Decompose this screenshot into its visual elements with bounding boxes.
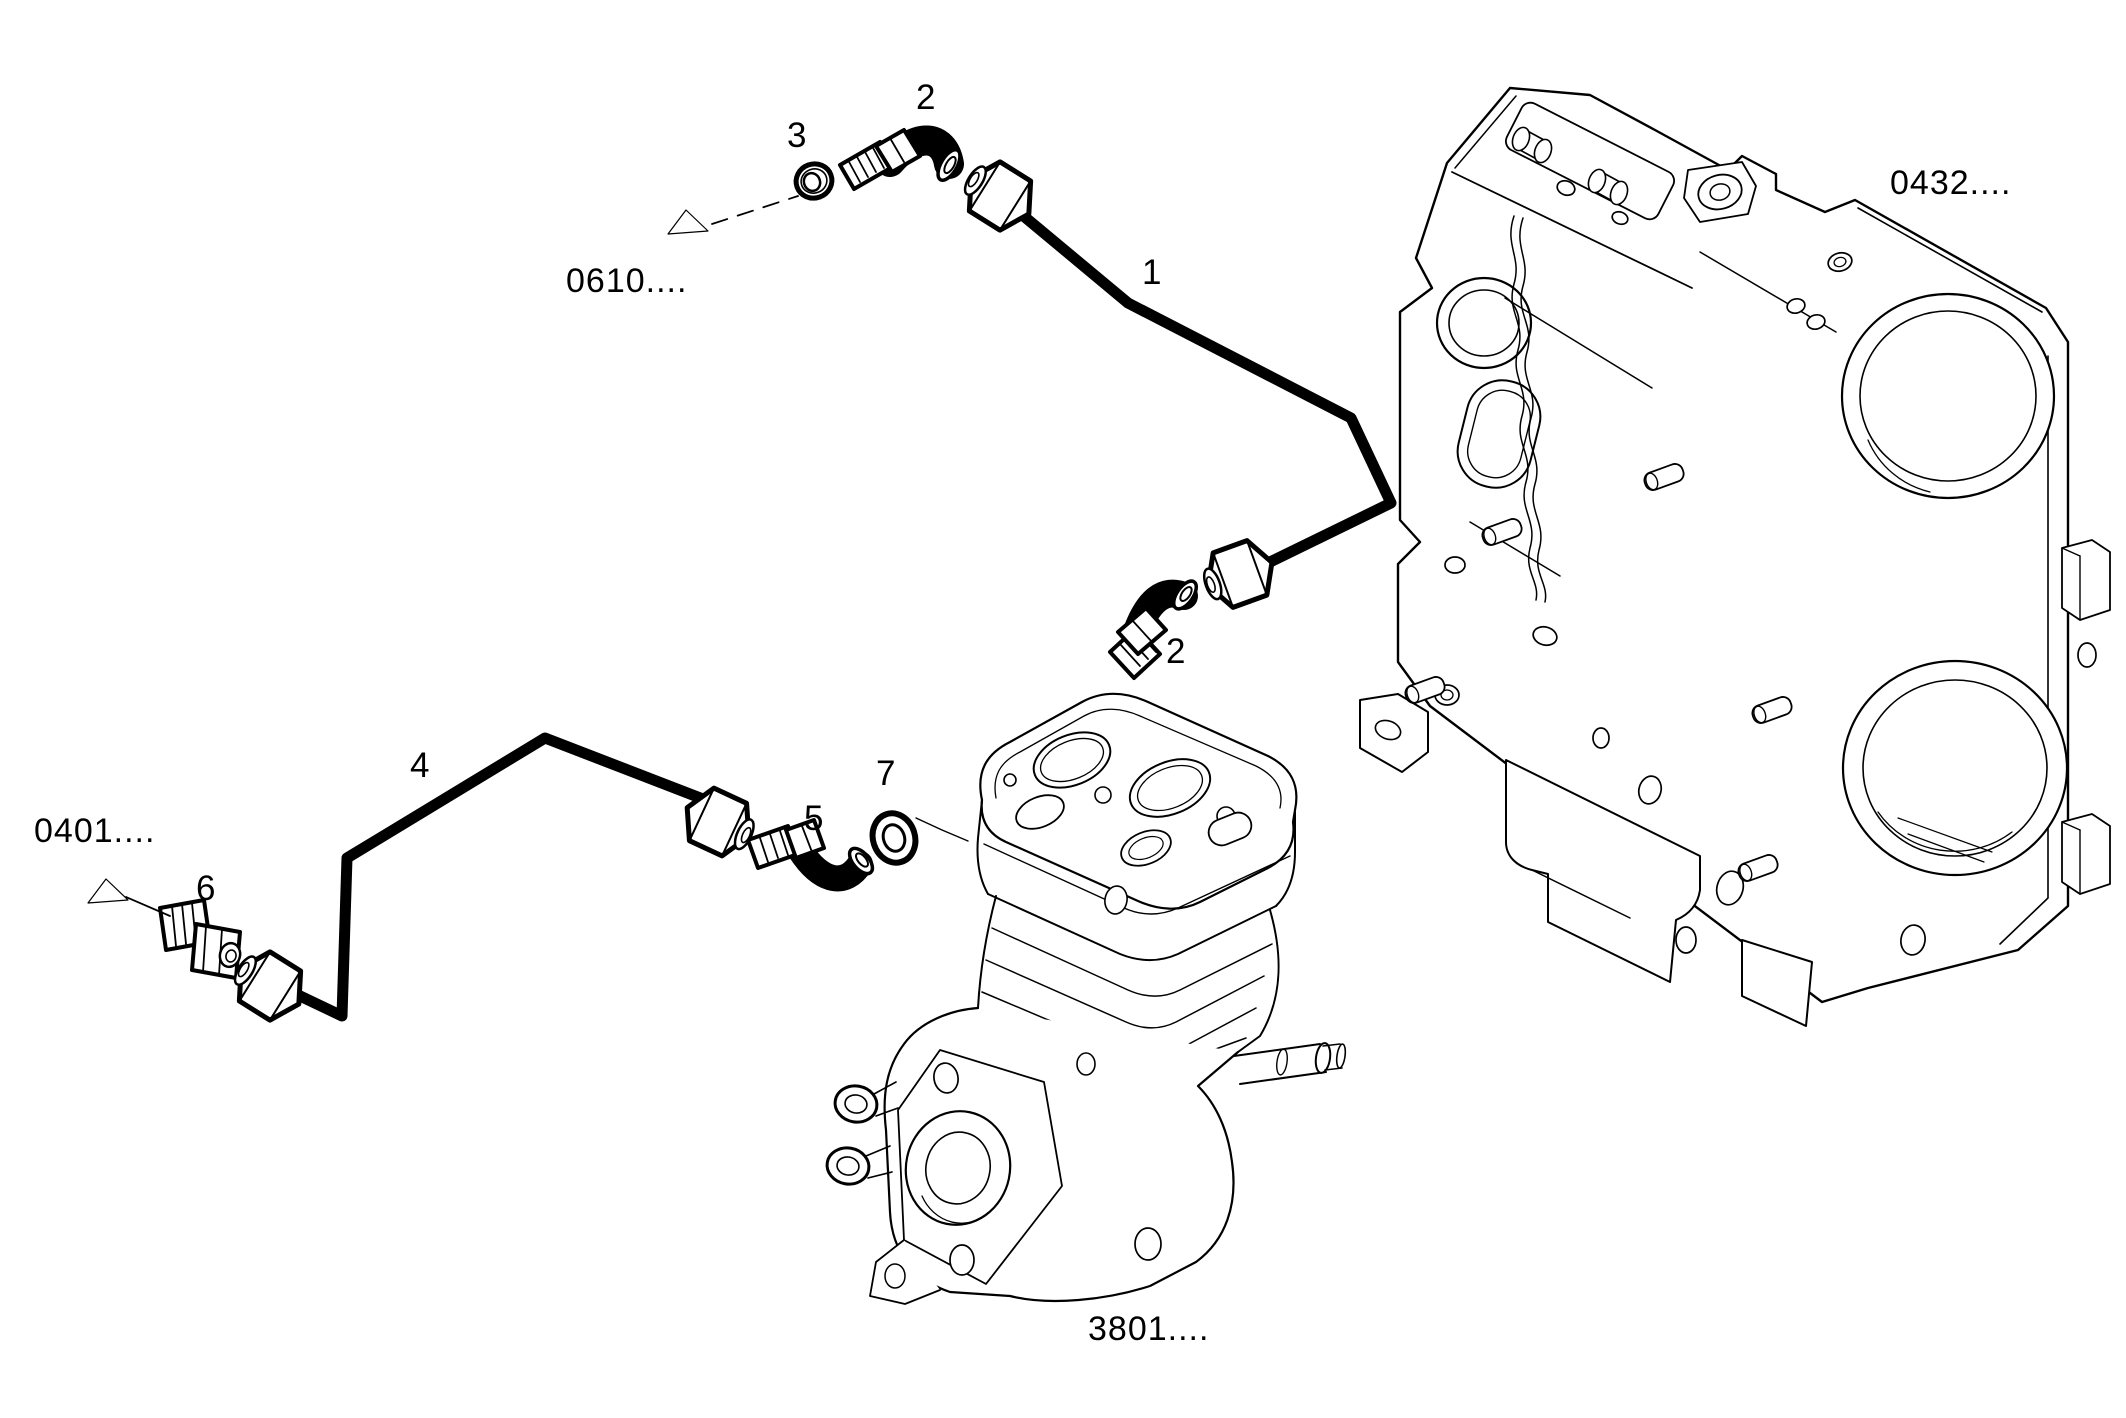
elbow-fitting-2-upper-drawing [838,125,964,191]
ref-code-0401[interactable]: 0401.... [34,812,156,850]
air-compressor-drawing [825,692,1347,1305]
callout-2-lower[interactable]: 2 [1166,632,1186,671]
callout-7[interactable]: 7 [876,754,896,793]
elbow-fitting-5-drawing [746,818,875,892]
engine-block-drawing [1359,86,2111,1027]
ref-arrow-0610 [667,195,799,235]
ref-code-3801[interactable]: 3801.... [1088,1310,1210,1348]
callout-5[interactable]: 5 [804,799,824,838]
pipe-4-drawing [292,732,709,1022]
callout-4[interactable]: 4 [410,746,430,785]
callout-3[interactable]: 3 [787,116,807,155]
callout-1[interactable]: 1 [1142,253,1162,292]
adapter-fitting-6-drawing [158,898,242,980]
ref-code-0432[interactable]: 0432.... [1890,164,2012,202]
elbow-fitting-2-lower-drawing [1108,579,1199,680]
callout-2-upper[interactable]: 2 [916,78,936,117]
ref-code-0610[interactable]: 0610.... [566,262,688,300]
callout-6[interactable]: 6 [196,869,216,908]
union-fitting-3-drawing [793,161,835,201]
ref-arrow-0401 [87,878,171,917]
pipe-1-drawing [1008,202,1397,568]
seal-ring-7-drawing [869,810,919,866]
